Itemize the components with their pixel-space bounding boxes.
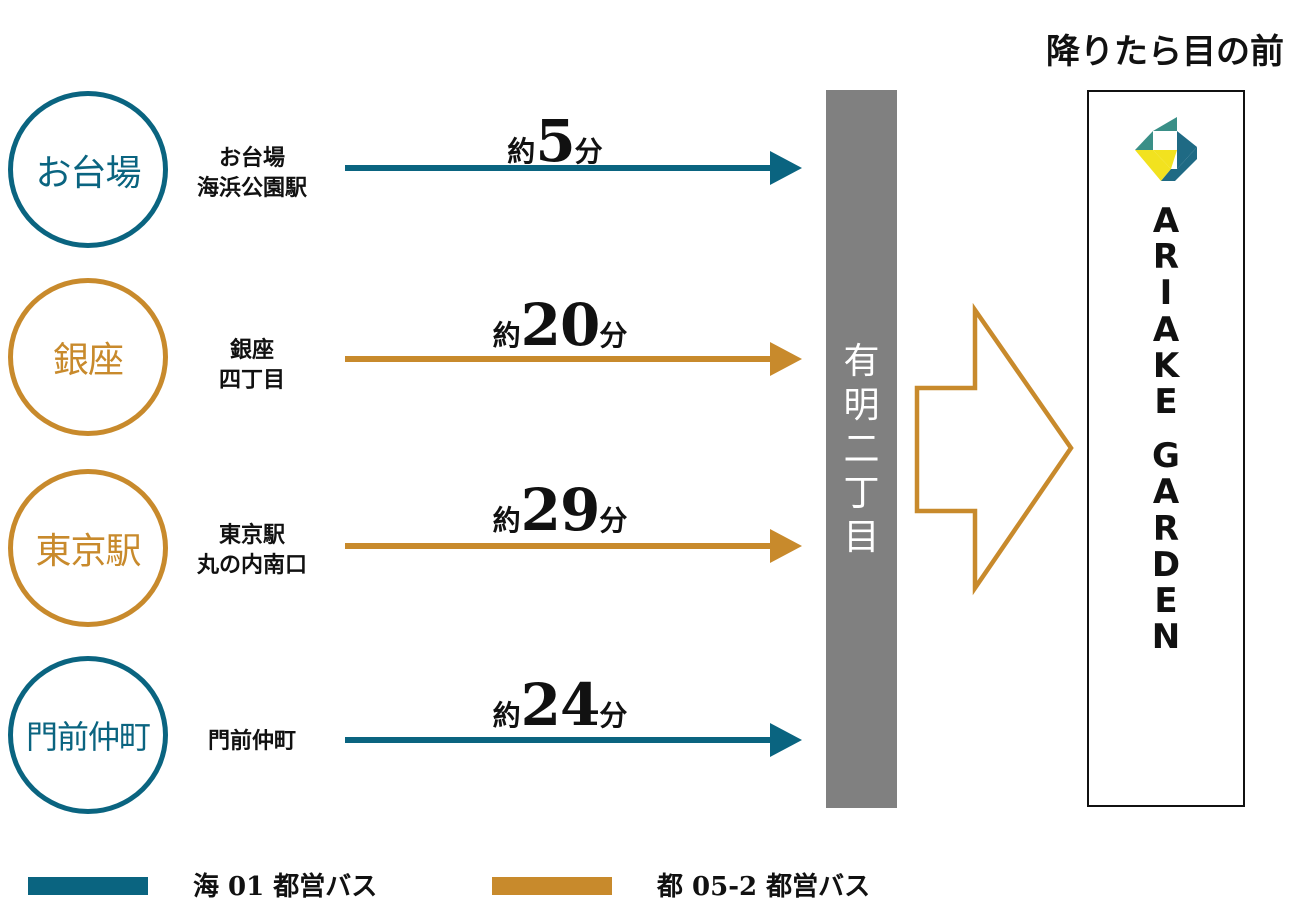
time-prefix: 約 — [492, 319, 521, 352]
hub-stop-label: 有明二丁目 — [826, 340, 897, 560]
brand-letter: N — [1151, 617, 1181, 658]
brand-letter: A — [1152, 201, 1180, 241]
brand-letter: I — [1159, 273, 1173, 314]
station-circle-tokyo: 東京駅 — [8, 469, 168, 627]
legend-swatch-gold — [492, 877, 612, 895]
route-line-ginza — [345, 356, 775, 362]
hub-stop-char: 二 — [843, 429, 880, 470]
brand-letter: E — [1154, 581, 1178, 622]
time-suffix: 分 — [599, 699, 628, 732]
station-circle-monzen-nakacho: 門前仲町 — [8, 656, 168, 814]
hub-stop-bar — [826, 90, 897, 808]
arrow-head-icon — [770, 529, 802, 563]
time-prefix: 約 — [492, 504, 521, 537]
destination-box — [1087, 90, 1245, 807]
time-value: 29 — [520, 476, 601, 544]
route-line-tokyo — [345, 543, 775, 549]
arrow-head-icon — [770, 723, 802, 757]
stop-name-odaiba: お台場 海浜公園駅 — [172, 143, 332, 203]
destination-title: 降りたら目の前 — [1046, 32, 1284, 72]
stop-name-line: 四丁目 — [218, 367, 285, 393]
outline-arrow-icon — [914, 302, 1074, 596]
station-circle-odaiba: お台場 — [8, 91, 168, 248]
hub-stop-char: 丁 — [843, 473, 880, 514]
travel-time-odaiba: 約5分 — [470, 112, 640, 170]
legend-swatch-blue — [28, 877, 148, 895]
legend-label-gold: 都 05-2 都営バス — [657, 872, 871, 902]
brand-letter: E — [1154, 382, 1178, 423]
brand-letter: D — [1151, 544, 1181, 585]
time-value: 24 — [520, 671, 601, 739]
time-prefix: 約 — [507, 135, 536, 168]
stop-name-line: 海浜公園駅 — [196, 175, 307, 201]
time-value: 5 — [535, 107, 575, 175]
station-circle-ginza: 銀座 — [8, 278, 168, 436]
stop-name-line: お台場 — [218, 145, 285, 171]
hub-stop-char: 明 — [843, 385, 880, 426]
route-line-monzen-nakacho — [345, 737, 775, 743]
ariake-garden-logo-icon — [1135, 117, 1197, 181]
hub-stop-char: 有 — [843, 341, 880, 382]
arrow-head-icon — [770, 151, 802, 185]
stop-name-monzen-nakacho: 門前仲町 — [172, 726, 332, 756]
stop-name-ginza: 銀座 四丁目 — [172, 335, 332, 395]
stop-name-line: 東京駅 — [218, 522, 285, 548]
stop-name-line: 丸の内南口 — [196, 552, 307, 578]
legend-label-blue: 海 01 都営バス — [193, 872, 378, 902]
time-value: 20 — [520, 291, 601, 359]
hub-stop-char: 目 — [843, 517, 880, 558]
brand-letter: G — [1152, 436, 1180, 477]
time-suffix: 分 — [599, 319, 628, 352]
brand-letter: K — [1152, 345, 1180, 386]
time-suffix: 分 — [574, 135, 603, 168]
brand-letter: R — [1152, 237, 1180, 278]
stop-name-line: 門前仲町 — [207, 728, 296, 754]
stop-name-line: 銀座 — [229, 337, 274, 363]
stop-name-tokyo: 東京駅 丸の内南口 — [172, 520, 332, 580]
travel-time-monzen-nakacho: 約24分 — [465, 676, 655, 734]
time-suffix: 分 — [599, 504, 628, 537]
brand-letter: A — [1152, 472, 1180, 513]
brand-letter: A — [1152, 309, 1180, 350]
arrow-head-icon — [770, 342, 802, 376]
time-prefix: 約 — [492, 699, 521, 732]
route-line-odaiba — [345, 165, 775, 171]
brand-letter: R — [1152, 508, 1180, 549]
travel-time-ginza: 約20分 — [465, 296, 655, 354]
travel-time-tokyo: 約29分 — [465, 481, 655, 539]
